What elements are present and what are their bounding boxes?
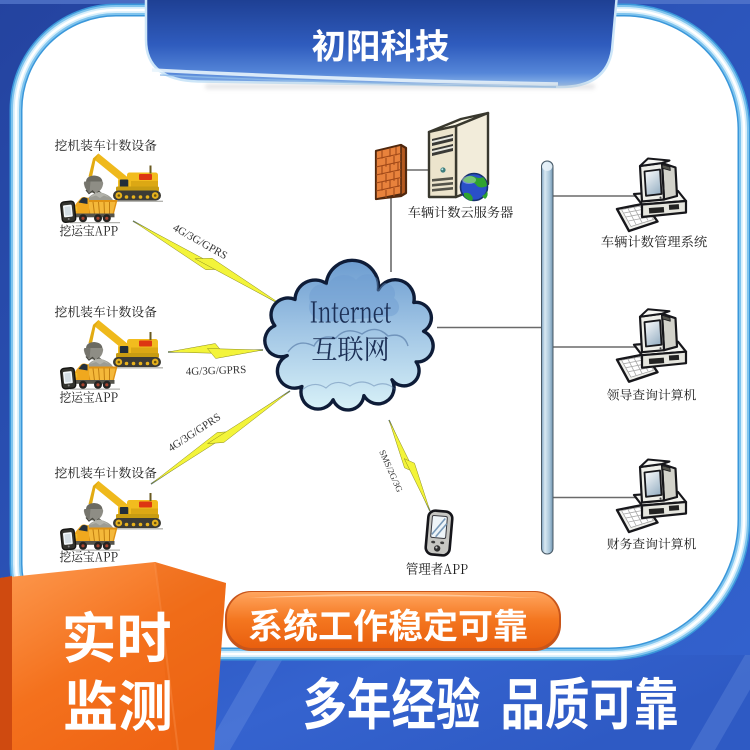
svg-text:4G/3G/GPRS: 4G/3G/GPRS (186, 364, 247, 378)
